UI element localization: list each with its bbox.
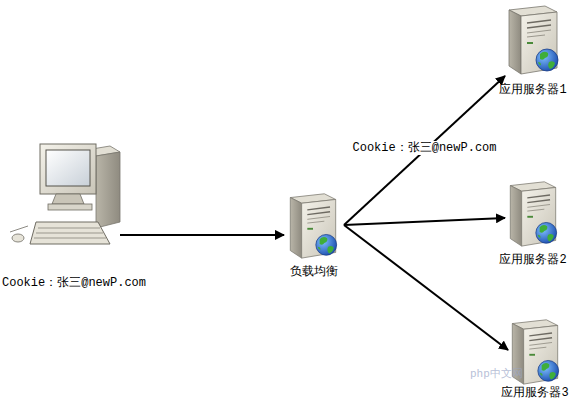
server-icon: [510, 182, 556, 246]
node-label: 负载均衡: [290, 265, 338, 279]
arrow-connector: [344, 225, 508, 350]
node-label: Cookie：张三@newP.com: [2, 276, 146, 290]
arrow-connector: [120, 234, 284, 236]
client-computer: [10, 144, 120, 244]
client-computer-node: Cookie：张三@newP.com: [28, 138, 120, 252]
arrow-connector: [344, 76, 505, 225]
server-icon: [509, 6, 558, 74]
edge-label: Cookie：张三@newP.com: [351, 141, 497, 155]
app-server-node: 应用服务器1: [505, 2, 561, 76]
load-balancer-node: 负载均衡: [284, 192, 344, 258]
app-server-node: 应用服务器2: [505, 178, 561, 248]
node-label: 应用服务器1: [499, 83, 566, 97]
node-label: 应用服务器3: [501, 386, 568, 400]
arrow-connector: [344, 218, 505, 225]
node-label: 应用服务器2: [499, 253, 566, 267]
load-balancer-icon: [290, 194, 336, 258]
watermark: php中文网: [470, 366, 523, 381]
